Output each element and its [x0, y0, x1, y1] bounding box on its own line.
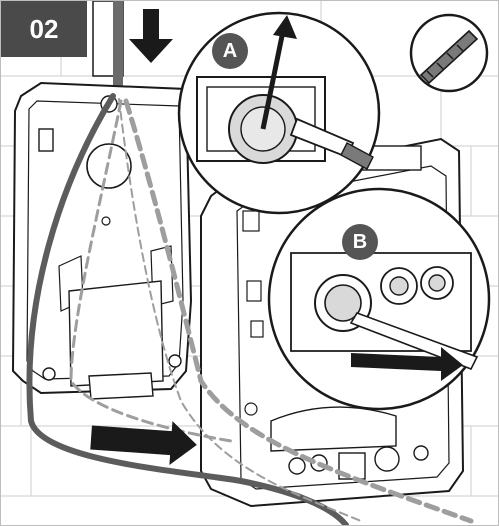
arrow-down-icon: [129, 9, 173, 63]
callout-label-a: A: [212, 33, 248, 69]
step-number-badge: 02: [1, 1, 87, 57]
screwdriver-icon: [409, 13, 489, 93]
detail-circle-a: [177, 11, 381, 215]
arrow-right-icon: [90, 421, 197, 466]
conduit-pipe: [113, 1, 123, 111]
detail-circle-b: [267, 187, 491, 411]
callout-label-b: B: [342, 224, 378, 260]
cables: [26, 93, 474, 525]
back-plate: [11, 81, 193, 400]
